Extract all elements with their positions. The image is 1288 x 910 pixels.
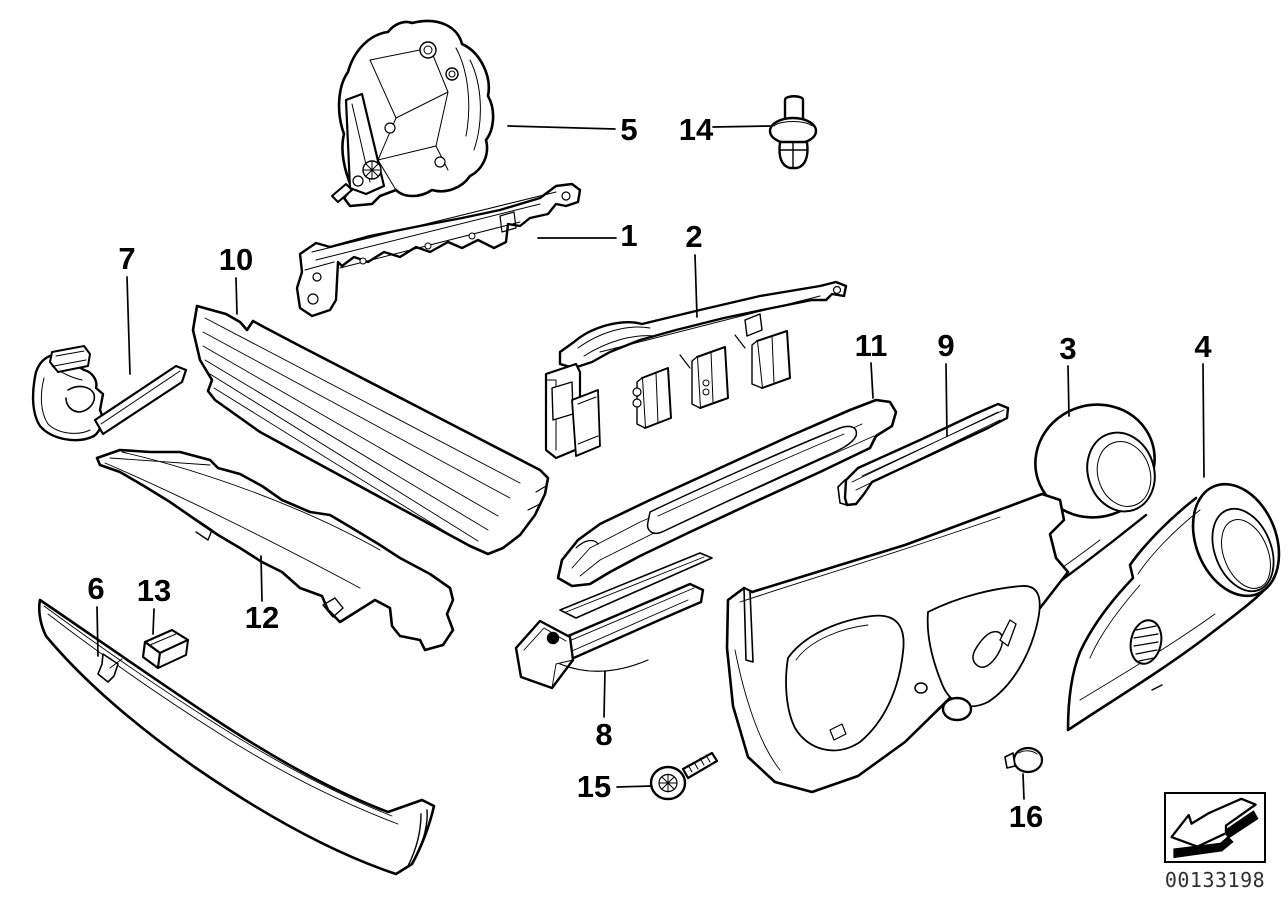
callout-9[interactable]: 9 (937, 328, 955, 363)
callout-6[interactable]: 6 (87, 571, 105, 606)
part-5-drawing (331, 19, 495, 208)
callout-14[interactable]: 14 (678, 112, 714, 147)
part-6-drawing (37, 598, 436, 876)
callout-3[interactable]: 3 (1059, 331, 1077, 366)
part-11-drawing (556, 398, 898, 588)
callout-16[interactable]: 16 (1008, 799, 1044, 834)
callout-2-leader (694, 254, 698, 318)
callout-5-leader (507, 125, 616, 130)
part-7-drawing (31, 345, 188, 442)
callout-16-leader (1022, 773, 1025, 800)
part-3-drawing (725, 403, 1156, 794)
part-9-drawing (837, 402, 1010, 507)
part-8-drawing (514, 552, 713, 690)
callout-4[interactable]: 4 (1194, 329, 1212, 364)
callout-12-leader (260, 555, 263, 602)
callout-12[interactable]: 12 (244, 600, 280, 635)
direction-arrow-icon (1170, 797, 1259, 859)
callout-9-leader (945, 363, 948, 437)
callout-1[interactable]: 1 (620, 218, 638, 253)
callout-8-leader (603, 670, 606, 718)
callout-15-leader (616, 785, 653, 788)
diagram-id: 00133198 (1164, 868, 1266, 892)
callout-4-leader (1202, 363, 1205, 478)
callout-7[interactable]: 7 (118, 241, 136, 276)
callout-3-leader (1067, 365, 1070, 417)
part-2-drawing (544, 280, 848, 460)
callout-10-leader (235, 277, 238, 315)
callout-15[interactable]: 15 (576, 769, 612, 804)
part-12-drawing (95, 448, 455, 652)
part-15-drawing (649, 751, 719, 801)
direction-arrow-box (1164, 792, 1266, 863)
callout-6-leader (96, 606, 99, 657)
callout-5[interactable]: 5 (620, 112, 638, 147)
callout-2[interactable]: 2 (685, 219, 703, 254)
part-10-drawing (191, 304, 550, 556)
part-1-drawing (295, 182, 582, 318)
callout-11-leader (870, 362, 874, 399)
leader-lines (96, 125, 1205, 800)
callout-10[interactable]: 10 (218, 242, 254, 277)
callout-13-leader (152, 608, 155, 635)
callout-13[interactable]: 13 (136, 573, 172, 608)
part-16-drawing (1004, 746, 1044, 774)
callout-8[interactable]: 8 (595, 717, 613, 752)
part-4-drawing (1066, 482, 1281, 732)
callout-7-leader (126, 276, 131, 375)
part-14-drawing (768, 95, 818, 170)
callout-14-leader (712, 125, 771, 128)
part-13-drawing (141, 628, 190, 670)
callout-11[interactable]: 11 (854, 328, 888, 363)
